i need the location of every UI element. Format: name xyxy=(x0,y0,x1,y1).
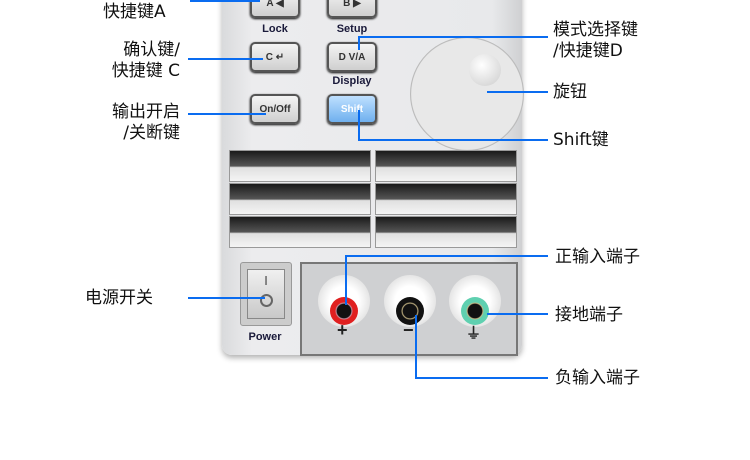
leader-line xyxy=(487,313,548,315)
leader-line xyxy=(188,113,266,115)
lock-label: Lock xyxy=(262,23,288,35)
shift-button[interactable]: Shift xyxy=(327,94,377,124)
leader-line xyxy=(188,58,263,60)
leader-line xyxy=(358,36,360,50)
negative-terminal[interactable] xyxy=(384,275,436,327)
leader-line xyxy=(345,255,347,305)
shift-label: Shift xyxy=(340,103,364,115)
leader-line xyxy=(358,139,548,141)
button-a-label: A ◀ xyxy=(266,0,284,9)
leader-line xyxy=(415,377,548,379)
power-label: Power xyxy=(248,331,282,343)
vent-slot xyxy=(375,150,517,182)
callout-knob: 旋钮 xyxy=(553,82,587,102)
button-c-label: C ↵ xyxy=(265,51,285,63)
button-a-left[interactable]: A ◀ xyxy=(250,0,300,18)
leader-line xyxy=(487,91,548,93)
on-off-button[interactable]: On/Off xyxy=(250,94,300,124)
knob-finger-dimple xyxy=(469,54,501,86)
power-switch[interactable]: I xyxy=(240,262,292,326)
leader-line xyxy=(415,315,417,378)
rotary-knob[interactable] xyxy=(410,37,524,151)
callout-shift: Shift键 xyxy=(553,130,609,150)
button-d-va[interactable]: D V/A xyxy=(327,42,377,72)
vent-slot xyxy=(229,150,371,182)
vent-slot xyxy=(375,216,517,248)
leader-line xyxy=(358,36,548,38)
callout-output-toggle: 输出开启/关断键 xyxy=(112,102,180,143)
switch-off-mark xyxy=(259,294,273,307)
callout-power-switch: 电源开关 xyxy=(85,288,153,308)
callout-confirm: 确认键/快捷键 C xyxy=(111,40,180,81)
callout-positive-terminal: 正输入端子 xyxy=(555,247,640,267)
callout-ground-terminal: 接地端子 xyxy=(555,305,623,325)
vent-slot xyxy=(229,216,371,248)
switch-on-mark: I xyxy=(264,274,268,288)
vent-slot xyxy=(375,183,517,215)
plus-mark: + xyxy=(337,320,348,340)
on-off-label: On/Off xyxy=(259,103,291,115)
ground-terminal[interactable] xyxy=(449,275,501,327)
ground-mark: ⏚ xyxy=(466,325,482,342)
leader-line xyxy=(188,297,265,299)
setup-label: Setup xyxy=(336,23,368,35)
callout-negative-terminal: 负输入端子 xyxy=(555,368,640,388)
button-b-label: B ▶ xyxy=(343,0,361,9)
minus-mark: − xyxy=(403,320,414,340)
leader-line xyxy=(345,255,548,257)
button-b-right[interactable]: B ▶ xyxy=(327,0,377,18)
leader-line xyxy=(190,0,260,2)
vent-slot xyxy=(229,183,371,215)
callout-mode-select: 模式选择键/快捷键D xyxy=(553,20,638,61)
button-d-label: D V/A xyxy=(338,51,366,63)
leader-line xyxy=(358,110,360,140)
button-c-enter[interactable]: C ↵ xyxy=(250,42,300,72)
callout-shortcut-a: 快捷键A xyxy=(103,2,166,22)
positive-terminal[interactable] xyxy=(318,275,370,327)
display-label: Display xyxy=(332,75,372,87)
